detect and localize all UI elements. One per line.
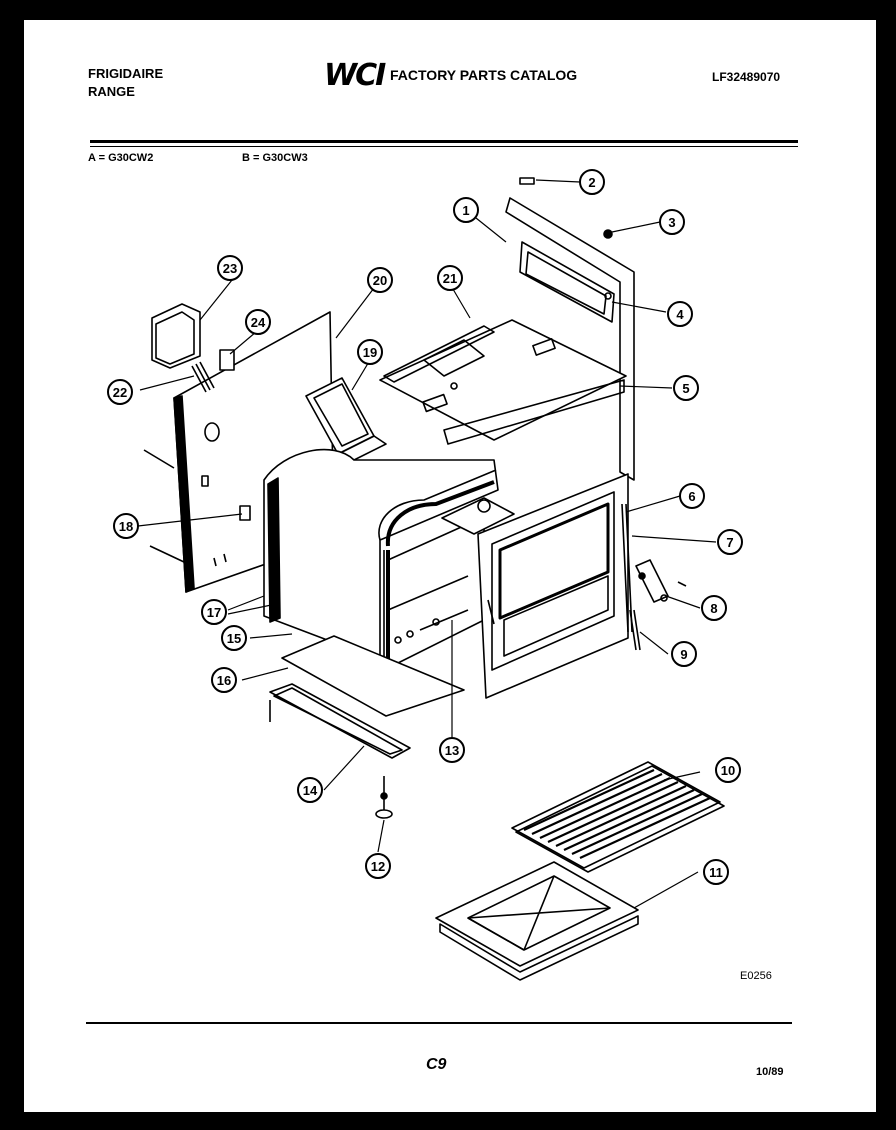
insulation-block [151, 303, 201, 369]
kick-plate [269, 683, 411, 759]
brand-name: FRIGIDAIRE [88, 66, 164, 81]
callout-19: 19 [357, 339, 383, 365]
callout-3: 3 [659, 209, 685, 235]
callout-18: 18 [113, 513, 139, 539]
oven-liner [263, 448, 499, 672]
svg-text:22: 22 [113, 385, 127, 400]
model-b-label: B = G30CW3 [242, 152, 308, 164]
door-hinge [635, 559, 687, 603]
callout-5: 5 [673, 375, 699, 401]
screw [604, 292, 612, 300]
date-code: 10/89 [756, 1066, 784, 1078]
callout-12: 12 [365, 853, 391, 879]
callout-24: 24 [245, 309, 271, 335]
flue-deflector [305, 377, 387, 463]
catalog-title: FACTORY PARTS CATALOG [390, 67, 578, 83]
svg-text:17: 17 [207, 605, 221, 620]
svg-text:4: 4 [676, 307, 684, 322]
svg-text:24: 24 [251, 315, 266, 330]
exploded-parts-diagram: 1 2 3 4 5 6 7 8 9 10 11 12 13 14 15 16 1… [107, 169, 743, 981]
callout-8: 8 [701, 595, 727, 621]
callout-11: 11 [703, 859, 729, 885]
scan-mark [0, 876, 10, 900]
top-bracket [383, 325, 495, 390]
callout-23: 23 [217, 255, 243, 281]
catalog-code: LF32489070 [712, 70, 781, 84]
callout-markers: 1 2 3 4 5 6 7 8 9 10 11 12 13 14 15 16 1… [107, 169, 743, 885]
svg-text:11: 11 [709, 865, 723, 880]
burner-box [441, 497, 515, 535]
product-type: RANGE [88, 84, 135, 99]
callout-16: 16 [211, 667, 237, 693]
back-panel [505, 197, 635, 481]
spring-clip [191, 361, 215, 393]
callout-4: 4 [667, 301, 693, 327]
svg-text:3: 3 [668, 215, 675, 230]
svg-text:21: 21 [443, 271, 457, 286]
svg-text:8: 8 [710, 601, 717, 616]
svg-text:7: 7 [726, 535, 733, 550]
svg-text:13: 13 [445, 743, 459, 758]
catalog-page: FRIGIDAIRE RANGE WCI FACTORY PARTS CATAL… [24, 20, 876, 1112]
side-trim [621, 503, 633, 633]
model-a-label: A = G30CW2 [88, 152, 154, 164]
oven-top-panel [379, 319, 627, 445]
hinge-spring [629, 609, 641, 651]
callout-10: 10 [715, 757, 741, 783]
broiler-pan [435, 861, 639, 981]
svg-text:6: 6 [688, 489, 695, 504]
svg-text:19: 19 [363, 345, 377, 360]
svg-text:9: 9 [680, 647, 687, 662]
oven-rack [511, 761, 725, 873]
svg-text:16: 16 [217, 673, 231, 688]
svg-text:14: 14 [303, 783, 318, 798]
svg-text:2: 2 [588, 175, 595, 190]
bolt [603, 229, 613, 239]
callout-17: 17 [201, 599, 227, 625]
wci-logo: WCI [324, 58, 386, 93]
svg-text:1: 1 [462, 203, 469, 218]
header-rule-thin [90, 146, 798, 147]
small-clip [219, 349, 235, 371]
svg-text:5: 5 [682, 381, 689, 396]
callout-13: 13 [439, 737, 465, 763]
callout-6: 6 [679, 483, 705, 509]
drawing-code: E0256 [740, 970, 772, 982]
svg-text:15: 15 [227, 631, 241, 646]
front-frame [477, 473, 629, 699]
svg-text:12: 12 [371, 859, 385, 874]
callout-7: 7 [717, 529, 743, 555]
callout-15: 15 [221, 625, 247, 651]
callout-14: 14 [297, 777, 323, 803]
small-screw [519, 177, 535, 185]
header-rule [90, 140, 798, 143]
callout-1: 1 [453, 197, 479, 223]
bottom-panel [281, 635, 465, 717]
svg-text:10: 10 [721, 763, 735, 778]
callout-21: 21 [437, 265, 463, 291]
leveling-leg [375, 776, 393, 819]
svg-text:23: 23 [223, 261, 237, 276]
callout-9: 9 [671, 641, 697, 667]
footer-rule [86, 1022, 792, 1024]
svg-text:18: 18 [119, 519, 133, 534]
callout-22: 22 [107, 379, 133, 405]
svg-text:20: 20 [373, 273, 387, 288]
side-screw-18 [239, 505, 251, 521]
callout-2: 2 [579, 169, 605, 195]
callout-20: 20 [367, 267, 393, 293]
page-code: C9 [426, 1056, 447, 1073]
rack-supports [387, 523, 469, 644]
